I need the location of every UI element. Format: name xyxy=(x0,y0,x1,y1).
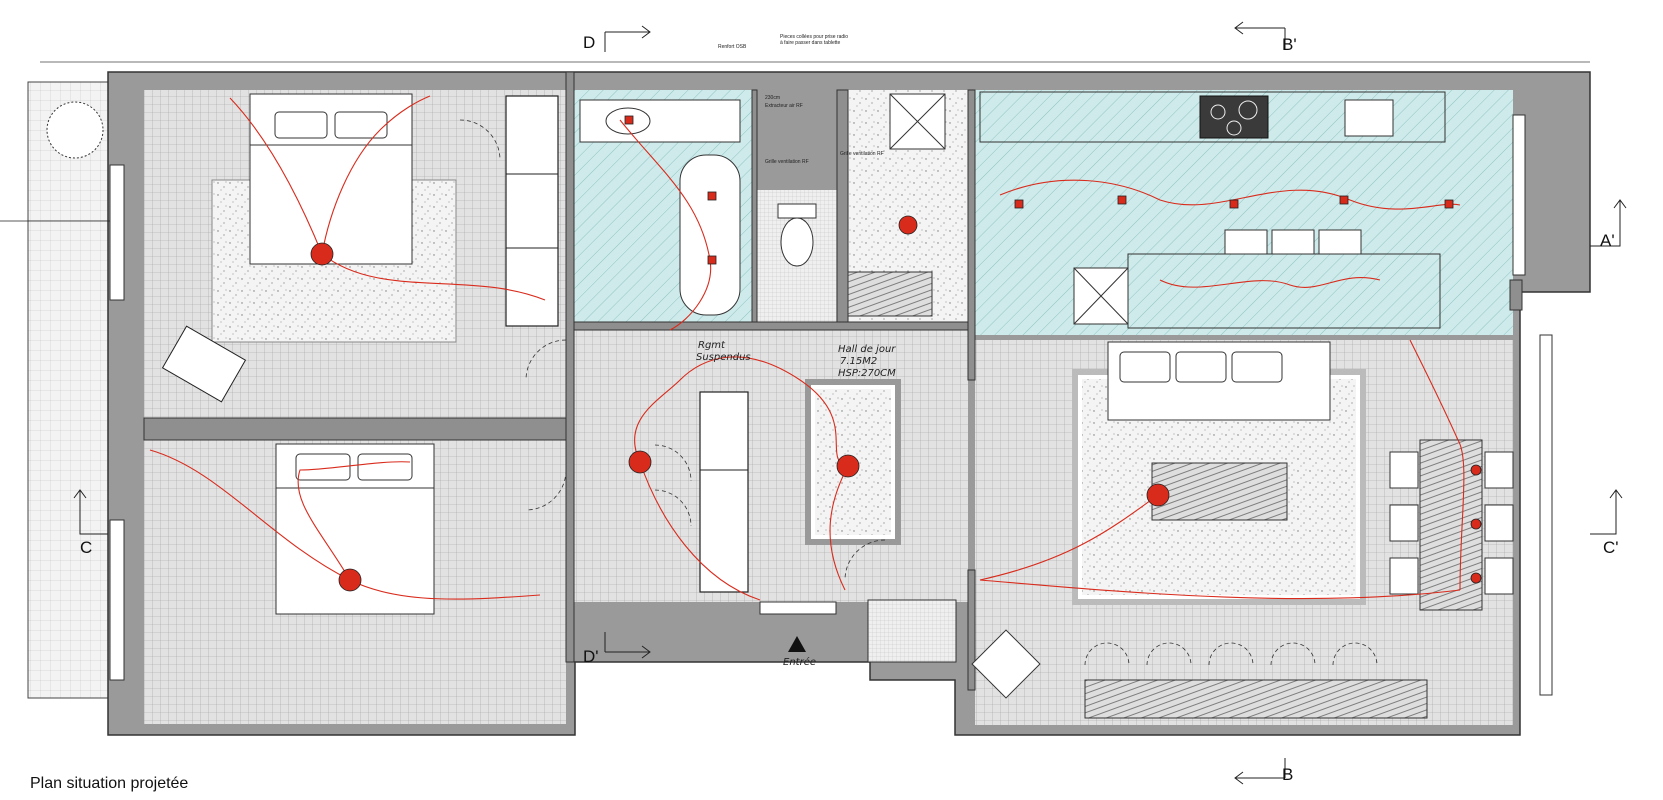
tall-unit-cross xyxy=(1073,267,1129,325)
section-label-c-left: C xyxy=(80,538,92,557)
bar-stool xyxy=(1224,229,1268,255)
sofa-cushion xyxy=(1175,351,1227,383)
annotation-renfort-osb: Renfort OSB xyxy=(718,44,747,50)
storage-note-line1: Rgmt xyxy=(698,340,726,351)
ceiling-light-icon xyxy=(1146,483,1170,507)
cooktop-burner xyxy=(1210,104,1226,120)
bathtub xyxy=(679,154,741,316)
light-points xyxy=(310,115,1482,592)
annotation-pieces-collees-2: à faire passer dans tablette xyxy=(780,40,841,46)
kitchen-island xyxy=(1127,253,1441,329)
kitchen-sink xyxy=(1344,99,1394,137)
section-arrows xyxy=(73,21,1627,785)
spot-light-icon xyxy=(1117,195,1127,205)
bedroom-1-bed xyxy=(249,93,413,265)
pendant-light-icon xyxy=(1470,464,1482,476)
section-label-b-bottom: B xyxy=(1282,765,1293,784)
entrance-label: Entrée xyxy=(783,656,816,668)
section-label-c-right: C' xyxy=(1603,538,1619,557)
hall-cabinet xyxy=(699,391,749,593)
plan-caption: Plan situation projetée xyxy=(30,775,188,792)
section-label-a-right: A' xyxy=(1600,231,1615,250)
toilet xyxy=(780,217,814,267)
entrance-threshold xyxy=(759,601,837,615)
pendant-light-icon xyxy=(1470,572,1482,584)
dining-chair xyxy=(1389,504,1419,542)
section-label-b-top: B' xyxy=(1282,35,1297,54)
bed-1-pillow-left xyxy=(274,111,328,139)
entrance-arrow-icon xyxy=(788,636,806,652)
dining-chair xyxy=(1389,557,1419,595)
hall-area: 7.15M2 xyxy=(840,356,877,367)
shower-tray-cross xyxy=(889,93,946,150)
ceiling-light-icon xyxy=(898,215,918,235)
hall-height: HSP:270CM xyxy=(838,368,896,379)
sofa-cushion xyxy=(1119,351,1171,383)
bathroom-vanity xyxy=(579,99,741,143)
annotation-extracteur-height: 230cm xyxy=(765,95,780,101)
ceiling-light-icon xyxy=(338,568,362,592)
spot-light-icon xyxy=(707,255,717,265)
storage-note-line2: Suspendus xyxy=(696,352,751,363)
corner-armchair xyxy=(971,629,1041,699)
sofa-cushion xyxy=(1231,351,1283,383)
section-label-d-bottom: D' xyxy=(583,647,599,666)
annotation-grille-2: Grille ventilation RF xyxy=(840,151,884,157)
ceiling-light-icon xyxy=(310,242,334,266)
bar-stool xyxy=(1318,229,1362,255)
bar-stool xyxy=(1271,229,1315,255)
spot-light-icon xyxy=(1229,199,1239,209)
media-bench xyxy=(1084,679,1428,719)
spot-light-icon xyxy=(624,115,634,125)
electric-circuits xyxy=(149,95,1465,601)
coffee-table xyxy=(1151,462,1288,521)
dining-chair xyxy=(1389,451,1419,489)
bed-1-pillow-right xyxy=(334,111,388,139)
hall-name: Hall de jour xyxy=(838,344,896,355)
ceiling-light-icon xyxy=(836,454,860,478)
spot-light-icon xyxy=(1444,199,1454,209)
annotation-pieces-collees: Pieces collées pour prise radio xyxy=(780,34,848,40)
wc-cistern xyxy=(777,203,817,219)
interior-walls xyxy=(143,71,1523,691)
dining-chair xyxy=(1484,504,1514,542)
annotation-extracteur: Extracteur air RF xyxy=(765,103,803,109)
dining-chair xyxy=(1484,557,1514,595)
bed-2-pillow-right xyxy=(357,453,413,481)
cooktop-burner xyxy=(1226,120,1242,136)
plant-icon xyxy=(46,101,104,159)
door-swings xyxy=(459,119,1378,666)
spot-light-icon xyxy=(1339,195,1349,205)
ceiling-light-icon xyxy=(628,450,652,474)
windows xyxy=(109,114,1553,696)
cooktop-burner xyxy=(1238,100,1258,120)
terrace-left xyxy=(27,81,111,699)
cooktop xyxy=(1199,95,1269,139)
entry-vestibule xyxy=(867,599,957,663)
bedroom-1-wardrobe xyxy=(505,95,559,327)
section-label-d-top: D xyxy=(583,33,595,52)
armchair xyxy=(161,325,247,403)
utility-bench xyxy=(847,271,933,317)
spot-light-icon xyxy=(1014,199,1024,209)
annotation-grille-1: Grille ventilation RF xyxy=(765,159,809,165)
dining-chair xyxy=(1484,451,1514,489)
bed-2-pillow-left xyxy=(295,453,351,481)
spot-light-icon xyxy=(707,191,717,201)
pendant-light-icon xyxy=(1470,518,1482,530)
